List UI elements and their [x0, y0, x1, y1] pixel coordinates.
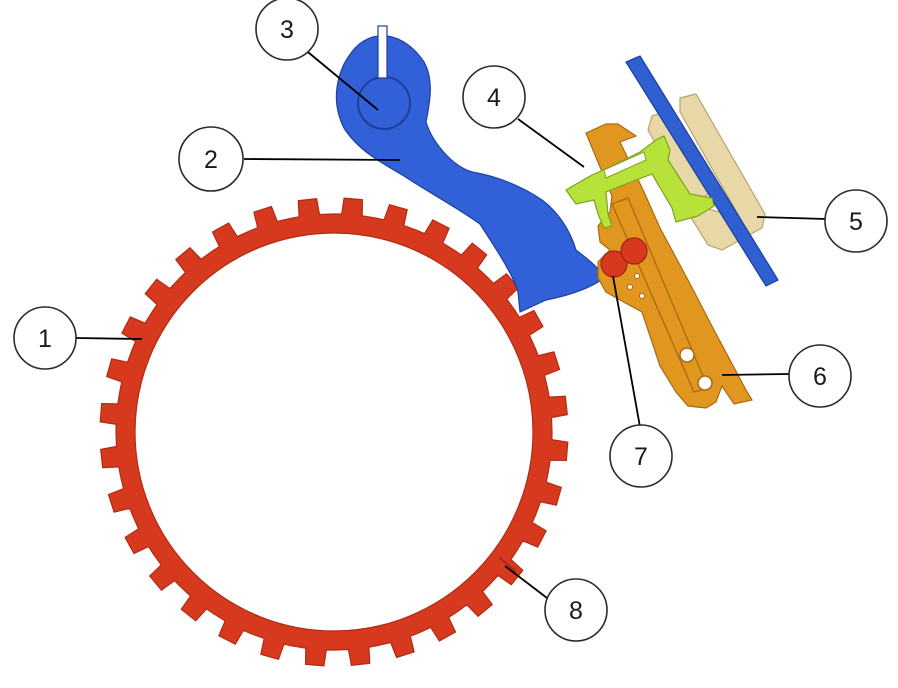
callout-2-label: 2 [204, 146, 218, 174]
green-pointer [565, 135, 715, 229]
arm-dot-3 [627, 284, 633, 290]
leader-5 [756, 216, 827, 220]
callout-7-label: 7 [634, 443, 648, 471]
callout-3: 3 [255, 0, 319, 61]
toothed-ring [99, 197, 569, 667]
leader-7 [612, 275, 641, 428]
callout-1: 1 [13, 306, 77, 370]
arm-dot-2 [634, 273, 640, 279]
leader-3 [302, 47, 379, 111]
leader-2 [243, 158, 401, 161]
orange-arm [585, 123, 753, 409]
leader-1 [75, 337, 143, 340]
ring-seam [498, 556, 517, 573]
callout-5-label: 5 [849, 208, 863, 236]
leader-4 [517, 118, 585, 168]
callout-7: 7 [609, 424, 673, 488]
blue-lever [335, 35, 605, 313]
callout-2: 2 [178, 126, 244, 192]
leader-8 [504, 565, 548, 599]
roller-right [620, 237, 648, 265]
callout-6-label: 6 [813, 363, 827, 391]
callout-4-label: 4 [487, 84, 501, 112]
callout-8: 8 [544, 578, 608, 642]
blue-plate [625, 55, 779, 287]
callout-3-label: 3 [280, 16, 294, 44]
callout-4: 4 [462, 65, 526, 129]
callout-6: 6 [788, 344, 852, 408]
arm-dot-4 [639, 293, 645, 299]
pointer-slot [603, 151, 647, 179]
leader-6 [721, 373, 791, 376]
callout-8-label: 8 [569, 597, 583, 625]
pivot-slot [377, 25, 388, 79]
arm-hole-top [679, 347, 695, 363]
callout-1-label: 1 [38, 325, 52, 353]
arm-hole-bottom [697, 375, 713, 391]
callout-5: 5 [824, 189, 888, 253]
